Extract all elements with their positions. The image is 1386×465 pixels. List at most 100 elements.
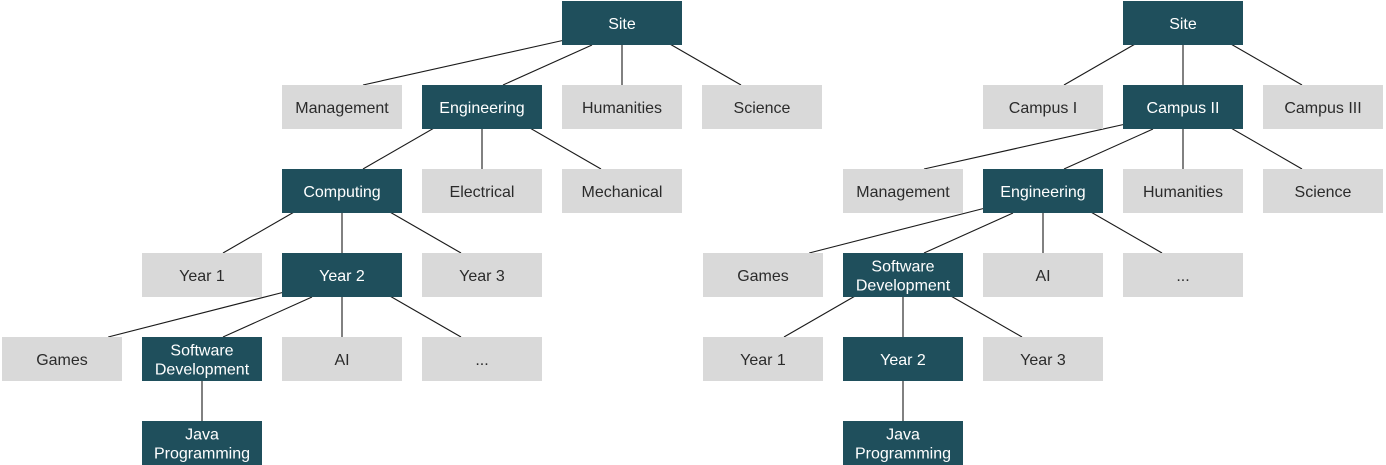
left-node-label-more: ... [475,352,488,369]
left-node-electrical: Electrical [422,169,542,213]
right-node-box-humanities [1123,169,1243,213]
left-node-box-year1 [142,253,262,297]
right-node-year3: Year 3 [983,337,1103,381]
right-node-engineering: Engineering [983,169,1103,213]
left-node-label-management: Management [295,100,389,117]
right-node-label-humanities: Humanities [1143,184,1223,201]
connector-left-computing-to-year3 [383,208,462,254]
left-node-box-humanities [562,85,682,129]
right-node-label-campus3: Campus III [1284,100,1361,117]
connector-right-engineering-to-games [809,208,984,254]
right-node-box-ai [983,253,1103,297]
connector-right-campus2-to-engineering [1063,128,1154,170]
right-node-games: Games [703,253,823,297]
right-node-ai: AI [983,253,1103,297]
connector-left-site-to-engineering [502,44,593,86]
right-node-humanities: Humanities [1123,169,1243,213]
connector-right-campus2-to-science [1224,124,1303,170]
connector-right-engineering-to-more [1084,208,1163,254]
left-node-computing: Computing [282,169,402,213]
right-node-more: ... [1123,253,1243,297]
left-node-label-science: Science [734,100,791,117]
left-node-year3: Year 3 [422,253,542,297]
left-node-label-humanities: Humanities [582,100,662,117]
right-node-box-campus2 [1123,85,1243,129]
left-node-label-mechanical: Mechanical [582,184,663,201]
right-node-label-java-line-2: Programming [855,446,951,463]
left-node-label-java-line-2: Programming [154,446,250,463]
left-node-box-engineering [422,85,542,129]
connector-left-year2-to-games [108,292,283,338]
left-node-science: Science [702,85,822,129]
right-node-label-java-line-1: Java [886,427,920,444]
right-node-site: Site [1123,1,1243,45]
left-node-label-year1: Year 1 [179,268,225,285]
left-node-more: ... [422,337,542,381]
left-node-box-computing [282,169,402,213]
left-node-box-java [142,421,262,465]
connector-right-software-dev-to-year3 [944,292,1023,338]
right-node-box-science [1263,169,1383,213]
right-node-campus1: Campus I [983,85,1103,129]
right-node-label-science: Science [1295,184,1352,201]
right-node-label-ai: AI [1035,268,1050,285]
right-node-label-engineering: Engineering [1000,184,1085,201]
left-node-box-year3 [422,253,542,297]
connector-left-engineering-to-mechanical [523,124,602,170]
connector-right-software-dev-to-year1 [783,292,862,338]
right-node-box-engineering [983,169,1103,213]
right-node-label-year3: Year 3 [1020,352,1066,369]
left-node-label-year2: Year 2 [319,268,365,285]
left-node-box-electrical [422,169,542,213]
right-node-box-java [843,421,963,465]
left-node-humanities: Humanities [562,85,682,129]
connector-right-engineering-to-software-dev [923,212,1014,254]
connector-right-site-to-campus1 [1063,40,1142,86]
connector-left-year2-to-software-dev [222,296,313,338]
left-node-box-science [702,85,822,129]
left-node-games: Games [2,337,122,381]
left-node-label-year3: Year 3 [459,268,505,285]
right-node-year2: Year 2 [843,337,963,381]
right-node-label-year2: Year 2 [880,352,926,369]
left-node-box-games [2,337,122,381]
left-node-box-ai [282,337,402,381]
left-node-label-software-dev-line-1: Software [170,343,233,360]
connector-left-computing-to-year1 [222,208,301,254]
right-node-box-more [1123,253,1243,297]
right-node-box-year1 [703,337,823,381]
left-node-label-games: Games [36,352,88,369]
right-node-campus3: Campus III [1263,85,1383,129]
left-node-label-computing: Computing [303,184,380,201]
right-node-box-management [843,169,963,213]
left-node-box-management [282,85,402,129]
right-node-label-campus1: Campus I [1009,100,1077,117]
left-node-box-software-dev [142,337,262,381]
right-node-year1: Year 1 [703,337,823,381]
left-node-box-year2 [282,253,402,297]
right-node-label-games: Games [737,268,789,285]
right-node-box-year3 [983,337,1103,381]
connector-lines [108,40,1303,421]
left-node-mechanical: Mechanical [562,169,682,213]
left-node-ai: AI [282,337,402,381]
left-node-box-site [562,1,682,45]
right-node-label-more: ... [1176,268,1189,285]
left-node-label-software-dev-line-2: Development [155,362,250,379]
right-node-label-management: Management [856,184,950,201]
left-node-box-more [422,337,542,381]
right-node-campus2: Campus II [1123,85,1243,129]
left-node-engineering: Engineering [422,85,542,129]
left-node-year1: Year 1 [142,253,262,297]
left-node-box-mechanical [562,169,682,213]
left-node-management: Management [282,85,402,129]
right-node-box-site [1123,1,1243,45]
right-node-box-software-dev [843,253,963,297]
connector-left-site-to-management [362,40,563,86]
left-node-label-engineering: Engineering [439,100,524,117]
